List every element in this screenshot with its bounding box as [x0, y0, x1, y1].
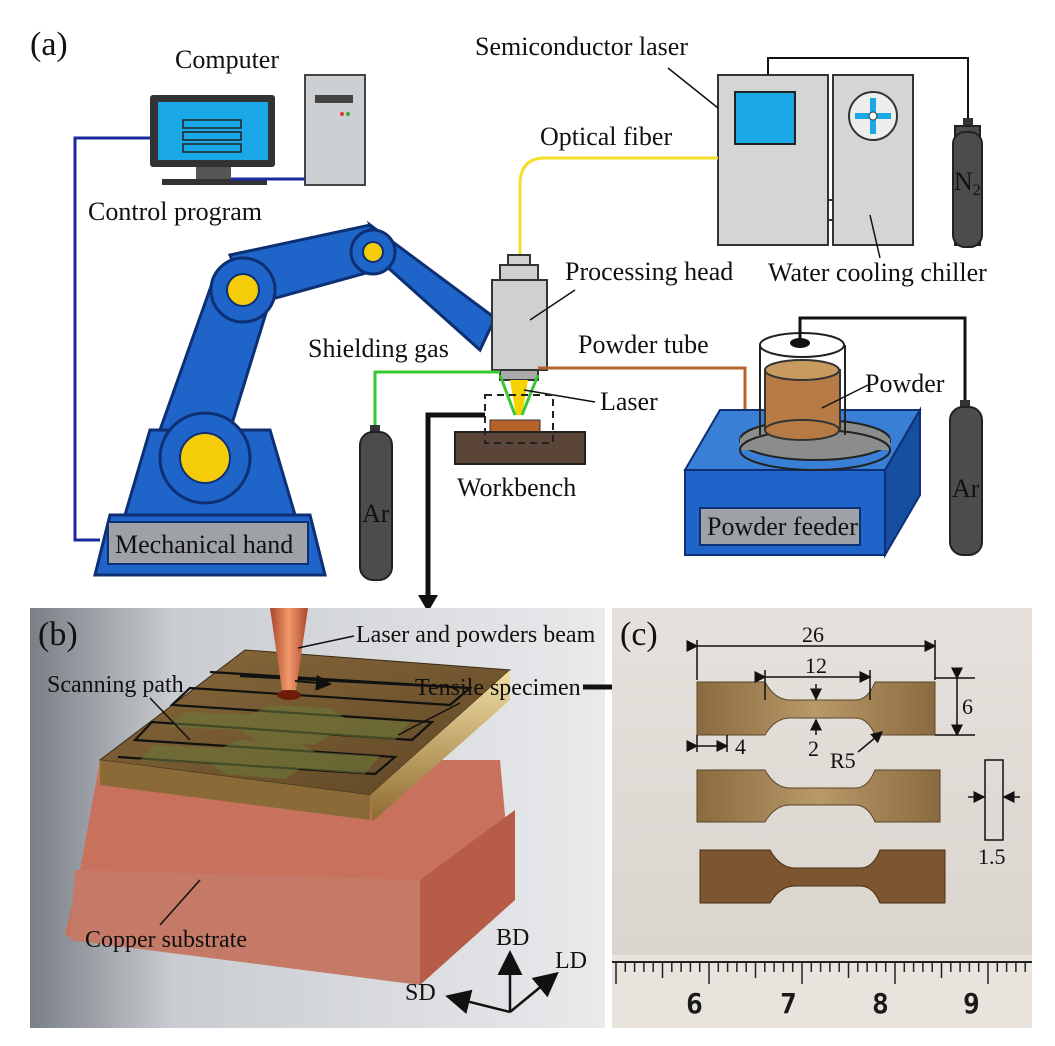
dim-r5-label: R5: [830, 748, 856, 773]
shielding-gas-line: [373, 370, 500, 430]
panel-c-label: (c): [620, 616, 658, 653]
panel-b-render: [30, 608, 605, 1028]
ar-cylinder-right-icon: [949, 400, 983, 556]
powder-label: Powder: [865, 369, 945, 398]
optical-fiber-line: [518, 156, 718, 260]
workbench-icon: [454, 394, 586, 465]
dim-4-label: 4: [735, 734, 746, 759]
powder-feeder-label: Powder feeder: [707, 512, 858, 541]
ar-left-label: Ar: [362, 499, 390, 528]
computer-label: Computer: [175, 45, 279, 74]
n2-label: N2: [954, 167, 981, 199]
bd-label: BD: [496, 925, 529, 951]
laser-chiller-icon: [717, 57, 969, 246]
ld-label: LD: [555, 948, 587, 974]
optical-fiber-label: Optical fiber: [540, 122, 672, 151]
link-arrow: [425, 412, 485, 600]
control-program-label: Control program: [88, 197, 262, 226]
laser-label: Laser: [600, 387, 658, 416]
ruler-number: 9: [963, 987, 980, 1020]
ar-cylinder-left-icon: [359, 425, 393, 581]
ar-right-label: Ar: [952, 474, 980, 503]
ruler-number: 8: [872, 987, 889, 1020]
scanning-path-label: Scanning path: [47, 672, 184, 698]
dimension-lines: [686, 640, 1020, 841]
workbench-label: Workbench: [457, 473, 576, 502]
mechanical-hand-icon: [93, 220, 497, 577]
powder-tube-label: Powder tube: [578, 330, 709, 359]
sd-label: SD: [405, 980, 436, 1006]
control-cable: [73, 136, 150, 542]
panel-b-label: (b): [38, 616, 78, 653]
copper-substrate-label: Copper substrate: [85, 927, 247, 953]
tensile-specimen-label: Tensile specimen: [415, 675, 581, 701]
powder-feeder-icon: [683, 316, 967, 559]
processing-head-icon: [491, 254, 548, 416]
processing-head-label: Processing head: [565, 257, 733, 286]
n2-cylinder-icon: [952, 118, 983, 248]
ruler-number: 6: [686, 987, 703, 1020]
laser-beam-label: Laser and powders beam: [356, 622, 596, 648]
dim-2-label: 2: [808, 736, 819, 761]
dim-12-label: 12: [805, 653, 827, 678]
semiconductor-laser-label: Semiconductor laser: [475, 32, 688, 61]
dim-26-label: 26: [802, 622, 824, 647]
computer-icon: [150, 74, 366, 186]
dim-1-5-label: 1.5: [978, 844, 1006, 869]
ruler-ticks: [615, 962, 1026, 984]
mechanical-hand-label: Mechanical hand: [115, 530, 293, 559]
shielding-gas-label: Shielding gas: [308, 334, 449, 363]
axes-icon: [445, 950, 559, 1014]
panel-a-label: (a): [30, 26, 68, 63]
dim-6-label: 6: [962, 694, 973, 719]
water-cooling-chiller-label: Water cooling chiller: [768, 258, 987, 287]
ruler-number: 7: [780, 987, 797, 1020]
